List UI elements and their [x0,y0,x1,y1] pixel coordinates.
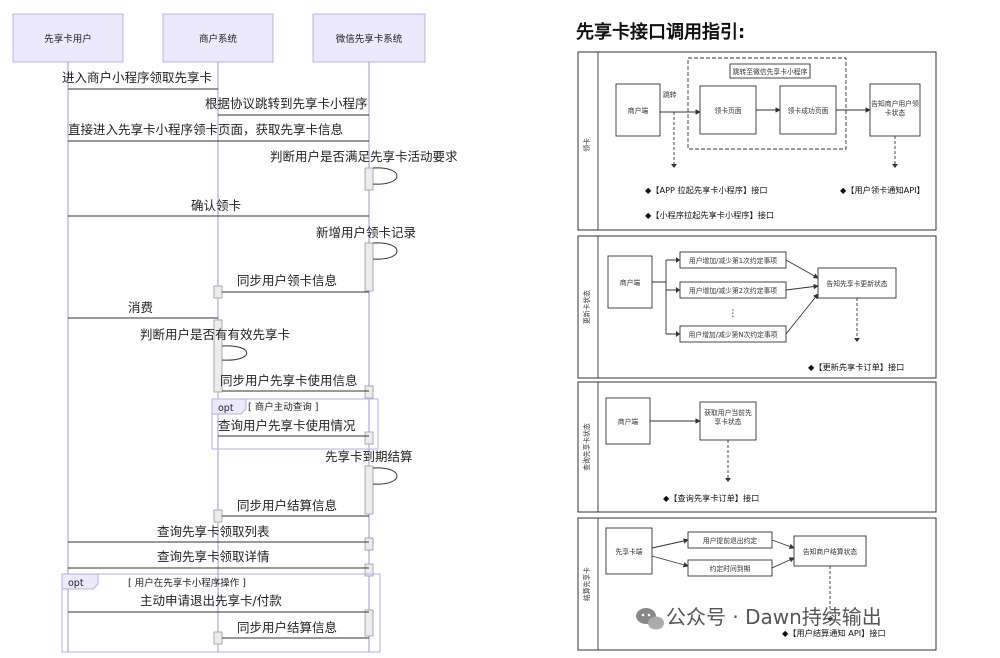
sequence-diagram: 先享卡用户 商户系统 微信先享卡系统 opt [ 商户主动查询 ] opt [ … [12,13,458,653]
section-label: 结算先享卡 [582,567,591,601]
message-label: 同步用户领卡信息 [237,273,337,288]
interface-guide-diagram: 先享卡接口调用指引: 领卡 商户端 跳转 跳转至微信先享卡小程序 领卡页面 领卡… [576,21,937,651]
section-update-card: 更新卡状态 商户端 用户增加/减少第1次约定事项 用户增加/减少第2次约定事项 … [577,235,937,379]
section-claim-card: 领卡 商户端 跳转 跳转至微信先享卡小程序 领卡页面 领卡成功页面 告知商户用户… [577,51,937,231]
activation-bar [213,509,223,523]
api-label: ◆【更新先享卡订单】接口 [808,362,904,372]
message-label: 消费 [128,300,153,315]
svg-text:领卡页面: 领卡页面 [714,106,741,115]
activation-bar [364,609,374,637]
node-merchant [615,83,661,137]
svg-text:用户增加/减少第N次约定事项: 用户增加/减少第N次约定事项 [689,330,778,339]
svg-text:先享卡端: 先享卡端 [615,547,642,556]
svg-text:用户提前退出约定: 用户提前退出约定 [703,536,758,545]
activation-bar [364,537,374,551]
message-label: 查询先享卡领取详情 [157,549,270,564]
activation-bar [364,563,374,577]
message-label: 查询用户先享卡使用情况 [218,418,356,433]
actor-merchant: 商户系统 [162,13,274,63]
message-label: 同步用户结算信息 [237,620,337,635]
section-label: 领卡 [582,138,591,152]
message-label: 同步用户先享卡使用信息 [220,373,358,388]
svg-text:先享卡用户: 先享卡用户 [44,33,92,45]
activation-bar [213,319,223,393]
message-label: 查询先享卡领取列表 [157,524,270,539]
message-label: 同步用户结算信息 [237,498,337,513]
actor-user: 先享卡用户 [12,13,124,63]
activation-bar [364,431,374,445]
actor-wechat: 微信先享卡系统 [312,13,426,63]
svg-text:用户增加/减少第1次约定事项: 用户增加/减少第1次约定事项 [689,256,777,265]
svg-text:⋮: ⋮ [728,308,738,319]
message-label: 确认领卡 [191,198,241,213]
svg-text:opt: opt [218,403,234,414]
opt-frame-merchant-query: opt [ 商户主动查询 ] [211,398,379,450]
node-merchant [607,255,653,309]
section-label: 更新卡状态 [582,290,591,324]
self-message-arrow [221,345,248,361]
api-label: ◆【用户领卡通知API】 [840,185,925,195]
message-label: 先享卡到期结算 [325,449,413,464]
activation-bar [364,167,374,191]
svg-text:领卡成功页面: 领卡成功页面 [788,106,829,115]
message-label: 直接进入先享卡小程序领卡页面，获取先享卡信息 [68,122,343,137]
node-notify-claim [869,83,921,137]
svg-text:告知先享卡更新状态: 告知先享卡更新状态 [826,279,887,288]
activation-bar [213,285,223,299]
svg-text:约定时间到期: 约定时间到期 [710,564,751,573]
watermark: 公众号 · Dawn持续输出 [636,605,882,630]
svg-text:跳转至微信先享卡小程序: 跳转至微信先享卡小程序 [733,67,808,76]
api-label: ◆【查询先享卡订单】接口 [663,493,759,503]
svg-text:告知商户结算状态: 告知商户结算状态 [803,547,858,556]
svg-text:商户端: 商户端 [620,278,641,287]
activation-bar [364,242,374,292]
activation-bar [364,385,374,399]
message-label: 主动申请退出先享卡/付款 [140,593,282,608]
svg-text:[ 商户主动查询 ]: [ 商户主动查询 ] [248,401,318,413]
api-label: ◆【用户结算通知 API】接口 [782,628,886,638]
svg-text:商户端: 商户端 [618,417,639,426]
svg-text:跳转: 跳转 [663,90,677,99]
message-label: 根据协议跳转到先享卡小程序 [205,96,368,111]
svg-text:公众号 · Dawn持续输出: 公众号 · Dawn持续输出 [666,605,882,629]
node-merchant [605,397,651,445]
wechat-icon [636,608,664,630]
section-label: 查询先享卡状态 [582,423,591,471]
dashed-group [687,57,847,150]
api-label: ◆【小程序拉起先享卡小程序】接口 [645,210,774,220]
section-query-card: 查询先享卡状态 商户端 获取用户当前先享卡状态 ◆【查询先享卡订单】接口 [577,381,937,513]
svg-text:用户增加/减少第2次约定事项: 用户增加/减少第2次约定事项 [689,286,777,295]
node-claim-success-page [779,85,837,135]
section-settle-card: 结算先享卡 先享卡端 用户提前退出约定 约定时间到期 告知商户结算状态 ◆【用户… [577,517,937,651]
svg-text:[ 用户在先享卡小程序操作 ]: [ 用户在先享卡小程序操作 ] [128,577,246,589]
svg-text:商户系统: 商户系统 [199,33,238,45]
self-message-arrow [372,167,398,185]
opt-frame-user-operation: opt [ 用户在先享卡小程序操作 ] [61,573,381,653]
svg-text:商户端: 商户端 [628,106,649,115]
activation-bar [364,465,374,515]
api-label: ◆【APP 拉起先享卡小程序】接口 [645,185,768,195]
self-message-arrow [372,242,398,260]
message-label: 进入商户小程序领取先享卡 [62,70,212,85]
message-label: 判断用户是否满足先享卡活动要求 [270,149,458,164]
guide-title: 先享卡接口调用指引: [576,21,745,43]
activation-bar [213,631,223,645]
message-label: 新增用户领卡记录 [316,225,416,240]
svg-text:微信先享卡系统: 微信先享卡系统 [336,33,403,45]
node-claim-page [699,85,757,135]
message-label: 判断用户是否有有效先享卡 [140,327,290,342]
svg-text:opt: opt [68,578,84,589]
node-query-status [699,401,757,441]
node-notify-settle [793,535,867,567]
self-message-arrow [372,467,398,485]
node-notify-update [817,267,897,299]
node-card [605,527,653,575]
